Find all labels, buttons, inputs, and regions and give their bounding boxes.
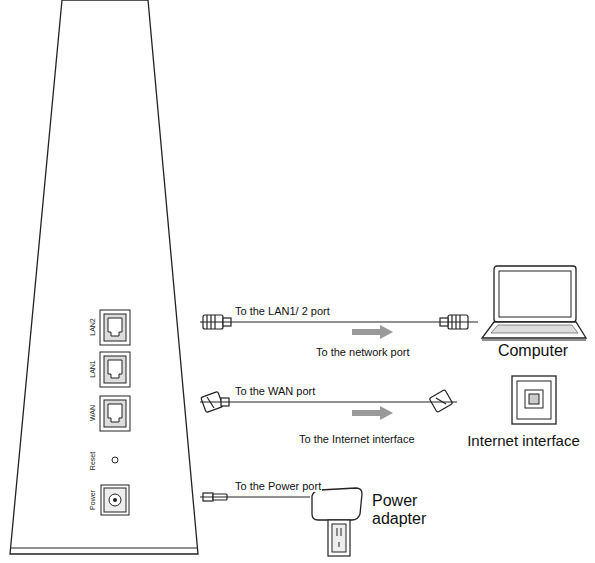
router-body-drawing [8, 0, 200, 556]
port-label: Power [89, 490, 96, 510]
cable-line [200, 496, 310, 497]
port-label: WAN [89, 405, 96, 421]
port-label: Reset [89, 452, 96, 470]
rj11-plug [429, 390, 453, 413]
device-label: Internet interface [467, 432, 580, 449]
cable-line [200, 401, 457, 402]
cable-label: To the Power port [234, 480, 322, 492]
direction-arrow [352, 406, 393, 420]
cable-label: To the LAN1/ 2 port [234, 305, 331, 317]
wall-socket: Internet interface [457, 372, 590, 452]
router-body: LAN2LAN1WAN ResetPower [8, 0, 200, 556]
direction-label: To the Internet interface [298, 433, 416, 445]
cable-label: To the WAN port [234, 385, 316, 397]
direction-arrow [352, 325, 393, 339]
direction-label: To the network port [315, 346, 411, 358]
port-label: LAN1 [89, 360, 96, 378]
laptop-computer: Computer [478, 262, 588, 362]
cable-line [200, 321, 478, 322]
device-label: Power adapter [372, 492, 444, 529]
port-label: LAN2 [89, 318, 96, 336]
device-label: Computer [498, 342, 568, 360]
power-adapter: Power adapter [310, 484, 460, 560]
